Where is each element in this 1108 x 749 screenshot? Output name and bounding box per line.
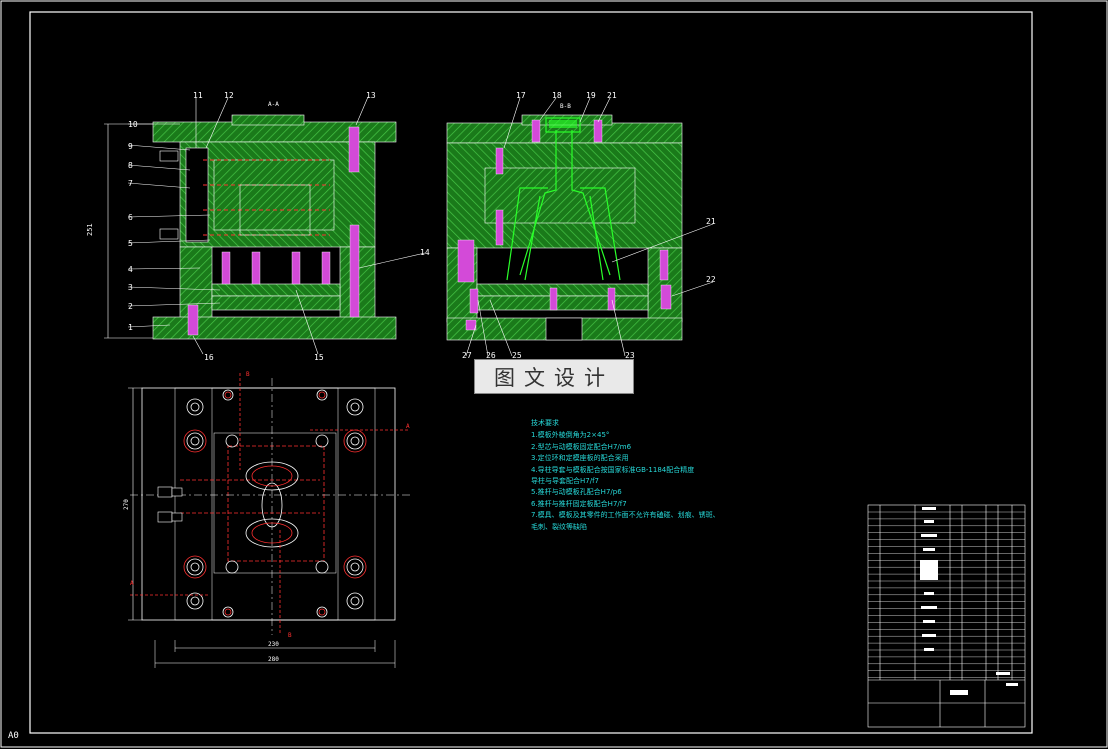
part-label: 11: [193, 91, 203, 100]
tech-req-item: 2.型芯与动模板固定配合H7/m6: [531, 442, 632, 451]
dimension-plan-inner-width: 230: [268, 641, 279, 648]
inner-frame: [29, 11, 1033, 734]
part-label: 1: [128, 323, 133, 332]
left-section-view: 10 9 8 7 6 5 4 3 2 1 11 12 13 14 15 16 A…: [86, 91, 430, 362]
technical-requirements: 技术要求 1.模板外棱倒角为2×45° 2.型芯与动模板固定配合H7/m6 3.…: [531, 418, 720, 533]
part-label: 12: [224, 91, 234, 100]
plan-mark-b: B: [246, 371, 250, 378]
part-label: 23: [625, 351, 635, 360]
part-label: 13: [366, 91, 376, 100]
part-label: 9: [128, 142, 133, 151]
plan-mark-a: A: [130, 580, 134, 587]
part-label: 6: [128, 213, 133, 222]
part-label: 5: [128, 239, 133, 248]
part-label: 14: [420, 248, 430, 257]
part-label: 19: [586, 91, 596, 100]
bom-rows: [868, 511, 1025, 678]
part-label: 17: [516, 91, 526, 100]
part-label: 2: [128, 302, 133, 311]
part-label: 15: [314, 353, 324, 362]
watermark-banner: 图文设计: [474, 359, 634, 394]
section-label-left: A-A: [268, 101, 279, 108]
dimension-plan-outer-width: 280: [268, 656, 279, 663]
dimension-plan-height: 270: [123, 499, 130, 510]
section-label-right: B-B: [560, 103, 571, 110]
tech-req-item: 7.模具、模板及其零件的工作面不允许有磕碰、划痕、锈斑、: [531, 511, 720, 520]
part-label: 4: [128, 265, 133, 274]
part-label: 26: [486, 351, 496, 360]
tech-req-item: 导柱与导套配合H7/f7: [531, 477, 599, 486]
part-label: 8: [128, 161, 133, 170]
tech-req-item: 3.定位环和定模座板的配合采用: [531, 454, 629, 463]
tech-req-item: 毛刺、裂纹等缺陷: [531, 522, 587, 531]
plan-mark-a: A: [406, 423, 410, 430]
part-label: 27: [462, 351, 472, 360]
tech-req-item: 4.导柱导套与模板配合按国家标准GB-1184配合精度: [531, 465, 695, 474]
part-label: 22: [706, 275, 716, 284]
part-label: 3: [128, 283, 133, 292]
part-label: 7: [128, 179, 133, 188]
tech-req-item: 5.推杆与动模板孔配合H7/p6: [531, 488, 622, 497]
part-label: 25: [512, 351, 522, 360]
bom-text-blocks: [920, 507, 1018, 695]
tech-req-title: 技术要求: [531, 419, 559, 427]
plan-view: 230 280 270 B B A A: [123, 371, 410, 668]
part-label: 10: [128, 120, 138, 129]
sheet-format-label: A0: [8, 731, 19, 741]
part-label: 16: [204, 353, 214, 362]
part-label: 21: [706, 217, 716, 226]
title-block: [867, 504, 1026, 728]
tech-req-item: 1.模板外棱倒角为2×45°: [531, 431, 610, 440]
right-section-view: 17 18 19 21 21 22 23 25 26 27 B-B: [446, 91, 716, 360]
part-label: 21: [607, 91, 617, 100]
plan-mark-b: B: [288, 632, 292, 639]
dimension-height-left: 251: [86, 223, 94, 236]
tech-req-item: 6.推杆与推杆固定板配合H7/f7: [531, 499, 627, 508]
part-label: 18: [552, 91, 562, 100]
